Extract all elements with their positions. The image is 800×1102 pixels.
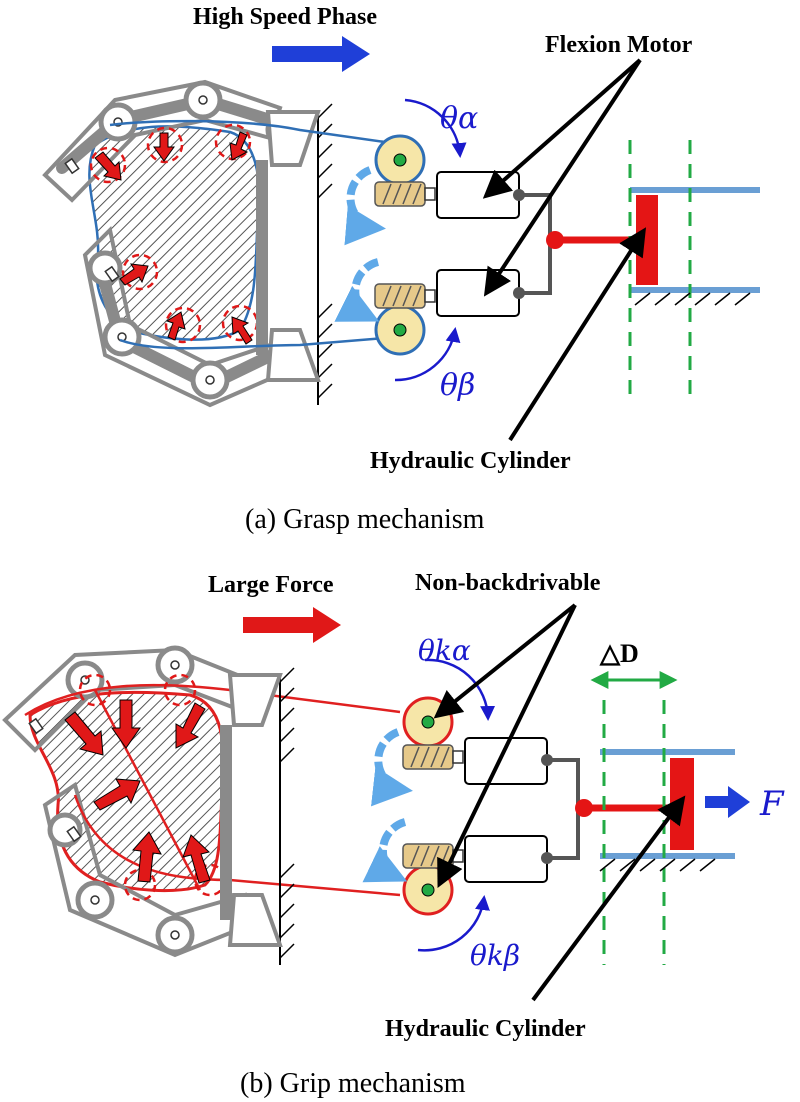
theta-alpha-label: θα xyxy=(440,101,478,136)
motor-linkage xyxy=(547,758,580,860)
finger-upper xyxy=(56,94,276,174)
ground-hatch-icon xyxy=(265,103,333,405)
caption-grasp: (a) Grasp mechanism xyxy=(245,504,485,535)
force-label: F xyxy=(759,784,785,824)
theta-beta-label: θβ xyxy=(440,368,475,403)
phase-label-large-force: Large Force xyxy=(208,572,334,598)
theta-k-beta-label: θkβ xyxy=(470,939,520,972)
phase-label-high-speed: High Speed Phase xyxy=(193,4,377,30)
worm-gear-bottom xyxy=(374,283,436,309)
hydraulic-cylinder-a xyxy=(628,140,760,400)
ground-hatch-icon xyxy=(227,667,295,965)
pulley-top xyxy=(402,696,454,748)
worm-gear-top xyxy=(374,181,436,207)
theta-k-alpha-label: θkα xyxy=(418,634,471,667)
worm-gear-top xyxy=(402,744,464,770)
arrow-right-icon xyxy=(705,786,750,818)
motor-bottom xyxy=(436,269,520,317)
palm-plate xyxy=(220,725,232,920)
tendon-lines xyxy=(109,119,386,350)
hydraulic-cylinder-label-b: Hydraulic Cylinder xyxy=(385,1016,586,1042)
flexion-motor-label: Flexion Motor xyxy=(545,32,693,58)
arrow-right-icon xyxy=(243,607,341,643)
panel-grasp-mechanism: High Speed Phase xyxy=(42,4,760,535)
palm-plate xyxy=(256,160,268,355)
contact-force-arrows xyxy=(94,131,253,345)
hydraulic-cylinder-label-a: Hydraulic Cylinder xyxy=(370,448,571,474)
non-backdrivable-label: Non-backdrivable xyxy=(415,570,601,596)
finger-lower xyxy=(94,259,278,391)
rotation-indicator xyxy=(362,728,413,883)
motor-bottom xyxy=(464,835,548,883)
pulley-top xyxy=(374,134,426,186)
arrow-right-icon xyxy=(272,36,370,72)
contact-force-arrows xyxy=(64,699,211,884)
pulley-bottom xyxy=(374,304,426,356)
rotation-indicator xyxy=(334,166,386,322)
motor-linkage xyxy=(519,193,552,295)
delta-d-label: △D xyxy=(599,639,639,668)
caption-grip: (b) Grip mechanism xyxy=(240,1068,466,1099)
panel-grip-mechanism: Large Force xyxy=(2,570,785,1099)
hydraulic-cylinder-b xyxy=(599,700,735,965)
